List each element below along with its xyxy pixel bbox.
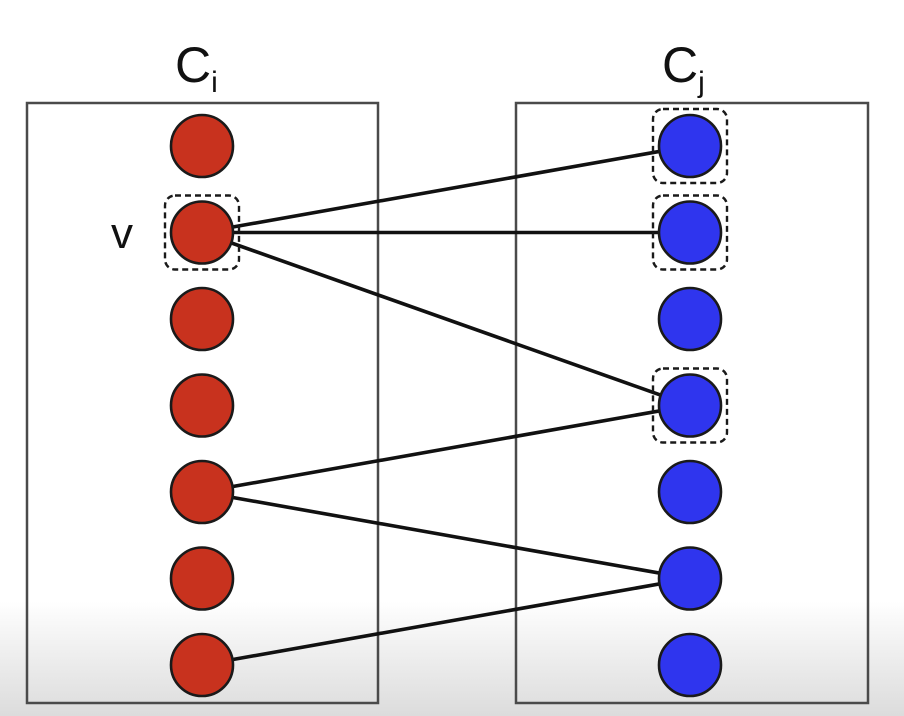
edge-6 [200, 576, 692, 667]
left-node-1 [169, 113, 235, 179]
edge-1 [200, 144, 692, 235]
cluster-i-label-sub: i [211, 66, 218, 99]
vertex-v-label: v [111, 209, 133, 258]
cluster-j-label: Cj [662, 37, 705, 99]
cluster-j-label-main: C [662, 37, 698, 93]
nodes-group [169, 113, 723, 698]
left-node-4 [169, 373, 235, 438]
right-node-4 [657, 373, 723, 438]
left-node-3 [169, 286, 235, 352]
cluster-j-box [514, 101, 870, 705]
left-node-2 [169, 200, 235, 265]
right-node-1-selection [651, 107, 729, 185]
edge-3 [200, 230, 692, 408]
edge-4 [200, 403, 692, 494]
left-node-2-selection [163, 194, 241, 271]
edges-group [200, 144, 692, 667]
right-node-2 [657, 200, 723, 265]
selection-markers [163, 107, 729, 444]
right-node-4-selection [651, 367, 729, 444]
left-node-5 [169, 459, 235, 525]
right-node-2-selection [651, 194, 729, 271]
cluster-i-box [25, 101, 380, 705]
cluster-i-label-main: C [175, 37, 211, 93]
right-node-5 [657, 459, 723, 525]
right-node-1 [657, 113, 723, 179]
right-node-7 [657, 632, 723, 698]
left-node-7 [169, 632, 235, 698]
right-node-3 [657, 286, 723, 352]
edge-5 [200, 490, 692, 581]
right-node-6 [657, 546, 723, 611]
cluster-i-label: Ci [175, 37, 218, 99]
left-node-6 [169, 546, 235, 611]
cluster-j-label-sub: j [697, 66, 705, 99]
